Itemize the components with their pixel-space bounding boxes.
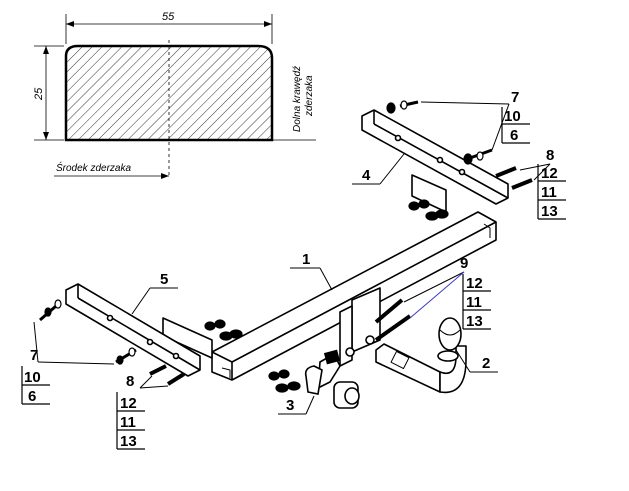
part-labels: 1 2 3 4 5 (160, 167, 490, 414)
width-dimension-label: 55 (162, 11, 175, 23)
hw-tr-a-0: 7 (511, 89, 519, 106)
bumper-center-label: Środek zderzaka (56, 161, 131, 174)
hw-tr-b-1: 12 (541, 165, 558, 182)
hw-l-a-2: 6 (28, 388, 36, 405)
part-label-1: 1 (302, 251, 310, 268)
hw-l-b-2: 11 (120, 414, 136, 431)
bottom-edge-label-line1: Dolna krawędź (292, 66, 303, 132)
height-dimension-label: 25 (33, 87, 45, 101)
side-bracket-left (65, 283, 201, 377)
hw-tr-c-1: 12 (466, 275, 483, 292)
hw-l-b-0: 8 (126, 373, 134, 390)
bumper-section-detail: 55 25 Dolna krawędź zderzaka Środek zder… (33, 11, 316, 179)
hw-tr-c-2: 11 (466, 294, 482, 311)
part-label-2: 2 (482, 355, 490, 372)
hw-l-b-1: 12 (120, 395, 137, 412)
part-label-5: 5 (160, 271, 168, 288)
bumper-profile (64, 44, 274, 142)
hardware-stack-middle-right-c: 9 12 11 13 (460, 255, 491, 330)
hardware-stack-left-a: 7 10 6 (21, 347, 50, 405)
main-crossbar (162, 174, 497, 381)
leader-lines (33, 101, 551, 415)
hw-l-b-3: 13 (120, 433, 137, 450)
tow-ball-neck (375, 317, 467, 394)
hardware-stack-top-right-b: 8 12 11 13 (537, 147, 566, 220)
hw-tr-b-3: 13 (541, 203, 558, 220)
hw-tr-a-1: 10 (504, 108, 521, 125)
hw-tr-b-0: 8 (546, 147, 554, 164)
hw-l-a-1: 10 (24, 369, 41, 386)
hw-tr-b-2: 11 (541, 184, 557, 201)
part-label-3: 3 (286, 397, 294, 414)
hardware-stack-left-b: 8 12 11 13 (116, 373, 145, 450)
bottom-edge-label-line2: zderzaka (304, 75, 315, 117)
side-bracket-right (361, 109, 509, 205)
hw-l-a-0: 7 (30, 347, 38, 364)
part-label-4: 4 (362, 167, 371, 184)
fasteners (39, 100, 533, 393)
hw-tr-c-0: 9 (460, 255, 468, 272)
hw-tr-a-2: 6 (510, 127, 518, 144)
electrical-socket (304, 349, 360, 409)
hardware-stack-top-right-a: 7 10 6 (501, 89, 530, 144)
hw-tr-c-3: 13 (466, 313, 483, 330)
